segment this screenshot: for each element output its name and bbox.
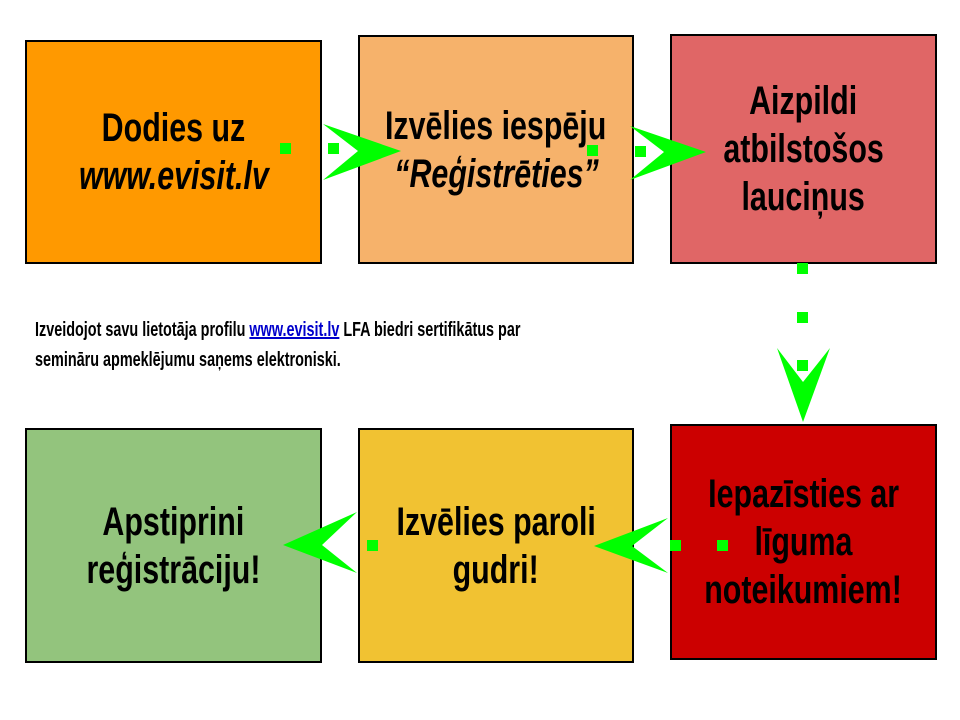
arrow-dot bbox=[797, 360, 808, 371]
step-4-line-3: noteikumiem! bbox=[704, 568, 903, 612]
evisit-link[interactable]: www.evisit.lv bbox=[249, 319, 340, 341]
arrow-dot bbox=[328, 143, 339, 154]
step-1-line-1: Dodies uz bbox=[101, 106, 246, 150]
arrow-step3-to-step4 bbox=[777, 263, 830, 422]
step-4-line-2: līguma bbox=[754, 520, 853, 564]
step-6-line-2: reģistrāciju! bbox=[86, 547, 261, 592]
step-1-line-2: www.evisit.lv bbox=[78, 154, 269, 198]
step-6-line-1: Apstiprini bbox=[102, 499, 245, 544]
arrow-dot bbox=[635, 146, 646, 157]
step-5-box: Izvēlies paroli gudri! bbox=[358, 428, 634, 663]
profile-note: Izveidojot savu lietotāja profilu www.ev… bbox=[35, 315, 709, 375]
step-3-line-1: Aizpildi bbox=[749, 79, 858, 123]
step-3-line-3: lauciņus bbox=[741, 175, 866, 219]
arrow-dot bbox=[797, 312, 808, 323]
step-4-line-1: Iepazīsties ar bbox=[708, 472, 899, 516]
step-2-box: Izvēlies iespēju “Reģistrēties” bbox=[358, 35, 634, 264]
step-2-line-2: “Reģistrēties” bbox=[393, 151, 599, 196]
arrow-head-down bbox=[777, 348, 830, 422]
profile-note-line-1: Izveidojot savu lietotāja profilu www.ev… bbox=[35, 315, 520, 345]
step-2-line-1: Izvēlies iespēju bbox=[385, 103, 607, 148]
step-3-box: Aizpildi atbilstošos lauciņus bbox=[670, 34, 937, 264]
note-text-after-link: LFA biedri sertifikātus par bbox=[343, 319, 521, 341]
step-3-line-2: atbilstošos bbox=[723, 127, 884, 171]
profile-note-line-2: semināru apmeklējumu saņems elektroniski… bbox=[35, 349, 341, 371]
note-text-before-link: Izveidojot savu lietotāja profilu bbox=[35, 319, 246, 341]
step-4-box: Iepazīsties ar līguma noteikumiem! bbox=[670, 424, 937, 660]
step-6-box: Apstiprini reģistrāciju! bbox=[25, 428, 322, 663]
step-1-box: Dodies uz www.evisit.lv bbox=[25, 40, 322, 264]
step-5-line-1: Izvēlies paroli bbox=[396, 499, 596, 544]
arrow-dot bbox=[797, 263, 808, 274]
step-5-line-2: gudri! bbox=[452, 547, 540, 592]
